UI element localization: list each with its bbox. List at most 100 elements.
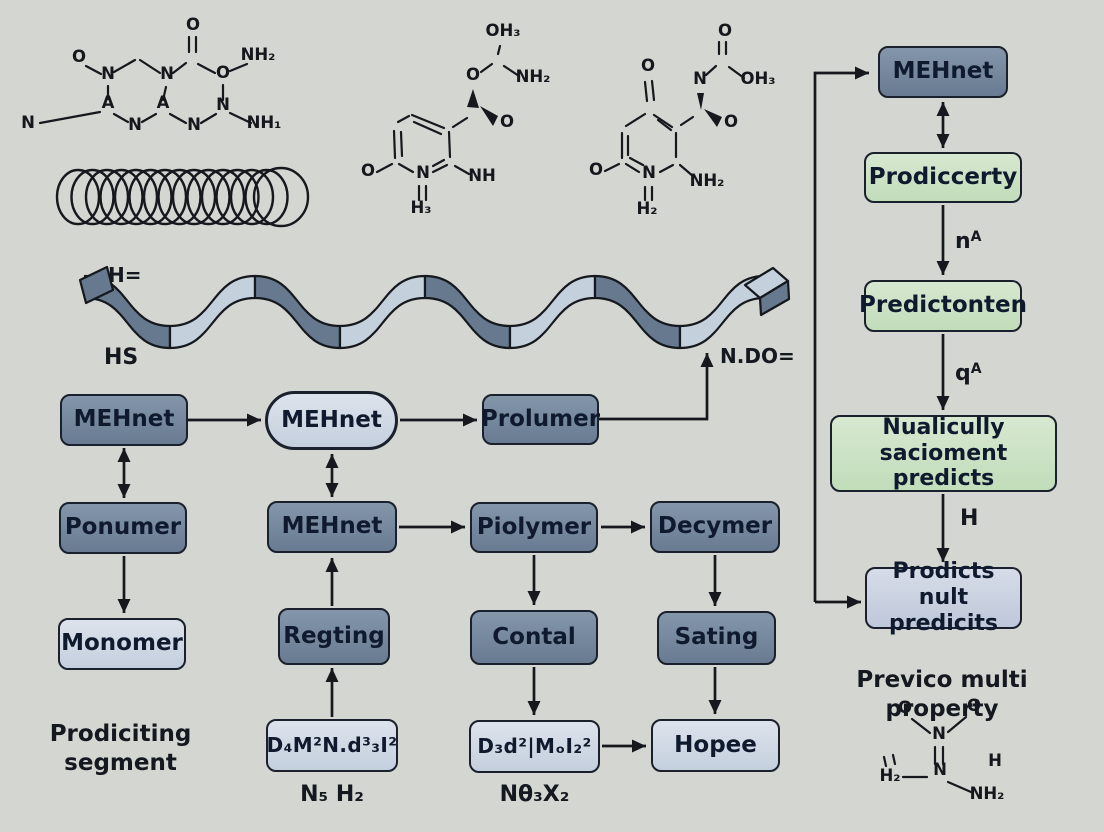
arrowhead bbox=[463, 413, 477, 427]
arrowhead bbox=[936, 261, 950, 275]
ribbon-end-cap bbox=[78, 265, 115, 305]
arrowhead bbox=[936, 548, 950, 562]
atom-label: A bbox=[157, 93, 170, 112]
coil-loop bbox=[55, 168, 101, 226]
arrow bbox=[601, 520, 645, 534]
coil-loop bbox=[171, 168, 217, 226]
coil-loop bbox=[200, 168, 246, 226]
bond bbox=[140, 112, 158, 124]
arrowhead bbox=[325, 454, 339, 468]
atom-label: N bbox=[932, 724, 946, 743]
arrowhead bbox=[936, 102, 950, 116]
arrows-layer bbox=[117, 66, 950, 753]
atom-label: H₃ bbox=[410, 198, 431, 217]
atom-label: N bbox=[693, 69, 707, 88]
arrowhead bbox=[632, 739, 646, 753]
box-equation-2: D₃d²|MₒI₂² bbox=[469, 720, 600, 773]
box-piolymer: Piolymer bbox=[470, 502, 598, 553]
atom-label: O bbox=[500, 112, 514, 131]
ribbon-segment bbox=[593, 274, 682, 350]
ribbon-segment bbox=[338, 274, 427, 350]
box-contal: Contal bbox=[470, 610, 598, 665]
bond bbox=[412, 120, 443, 136]
coil-loop bbox=[215, 168, 260, 226]
arrowhead bbox=[247, 413, 261, 427]
ribbon-end-cap bbox=[758, 279, 791, 317]
bond bbox=[392, 129, 397, 160]
arrowhead bbox=[117, 599, 131, 613]
label-prodiciting-segment: Prodiciting segment bbox=[49, 721, 192, 776]
bond bbox=[453, 164, 471, 176]
arrowhead bbox=[527, 591, 541, 605]
arrow bbox=[936, 494, 950, 562]
box-ponumer: Ponumer bbox=[59, 502, 187, 554]
bond bbox=[628, 156, 645, 167]
bond bbox=[946, 715, 968, 734]
box-equation-1: D₄M²N.d³₃I² bbox=[266, 719, 398, 772]
coil-loop bbox=[186, 168, 231, 226]
bond bbox=[679, 115, 695, 127]
box-hopee: Hopee bbox=[651, 719, 780, 772]
atom-label: OH₃ bbox=[740, 69, 775, 88]
bond bbox=[656, 118, 673, 132]
bond bbox=[882, 755, 888, 768]
atom-label: O bbox=[466, 65, 480, 84]
bond bbox=[479, 62, 494, 74]
label-q-superscript-a: qA bbox=[955, 360, 982, 388]
arrow bbox=[708, 667, 722, 714]
bond bbox=[496, 44, 502, 56]
bond bbox=[603, 162, 621, 173]
box-mehnet-mid: MEHnet bbox=[267, 501, 397, 553]
atom-label: O bbox=[718, 21, 732, 40]
coil-loop bbox=[229, 168, 275, 226]
label-n5h2: N₅ H₂ bbox=[300, 782, 364, 807]
atom-label: A bbox=[102, 93, 115, 112]
arrowhead bbox=[847, 595, 861, 609]
coil-loop bbox=[84, 168, 130, 226]
arrow bbox=[325, 558, 339, 606]
arrowhead bbox=[855, 66, 869, 80]
bond bbox=[502, 64, 521, 78]
atom-label: NH bbox=[468, 166, 496, 185]
ribbon-segment bbox=[508, 274, 597, 350]
bond bbox=[375, 162, 394, 174]
arrow bbox=[815, 595, 861, 609]
coil-loop bbox=[70, 168, 115, 226]
label-ndo: N.DO= bbox=[720, 344, 795, 368]
bond bbox=[431, 158, 446, 168]
atom-label: O bbox=[361, 161, 375, 180]
atom-label: N bbox=[642, 163, 656, 182]
coil-loop bbox=[99, 168, 144, 226]
atom-label: O bbox=[898, 698, 912, 717]
ribbon-segment bbox=[168, 274, 257, 350]
coil-graphic bbox=[55, 166, 310, 228]
coil-loop bbox=[142, 168, 188, 226]
bond bbox=[910, 717, 932, 735]
arrow bbox=[599, 353, 714, 421]
arrowhead bbox=[708, 700, 722, 714]
arrow bbox=[936, 102, 950, 148]
bond bbox=[112, 58, 137, 74]
label-q-base: q bbox=[955, 361, 971, 386]
bond bbox=[171, 61, 188, 75]
bond bbox=[228, 111, 253, 125]
arrow bbox=[708, 555, 722, 606]
bond bbox=[678, 163, 696, 179]
bond bbox=[397, 162, 415, 174]
atom-label: NH₂ bbox=[516, 67, 551, 86]
atom-label: O bbox=[641, 56, 655, 75]
arrow-line bbox=[813, 71, 869, 602]
arrow bbox=[188, 413, 261, 427]
atom-label: NH₂ bbox=[970, 784, 1005, 803]
bond bbox=[38, 110, 102, 125]
label-previco-multi-property: Previco multi property bbox=[856, 667, 1028, 722]
coil-loop bbox=[113, 168, 159, 226]
atom-label: N bbox=[101, 64, 115, 83]
arrow bbox=[936, 334, 950, 410]
atom-label: N bbox=[160, 64, 174, 83]
arrow bbox=[399, 520, 465, 534]
arrowhead bbox=[451, 520, 465, 534]
atom-label: O bbox=[589, 160, 603, 179]
